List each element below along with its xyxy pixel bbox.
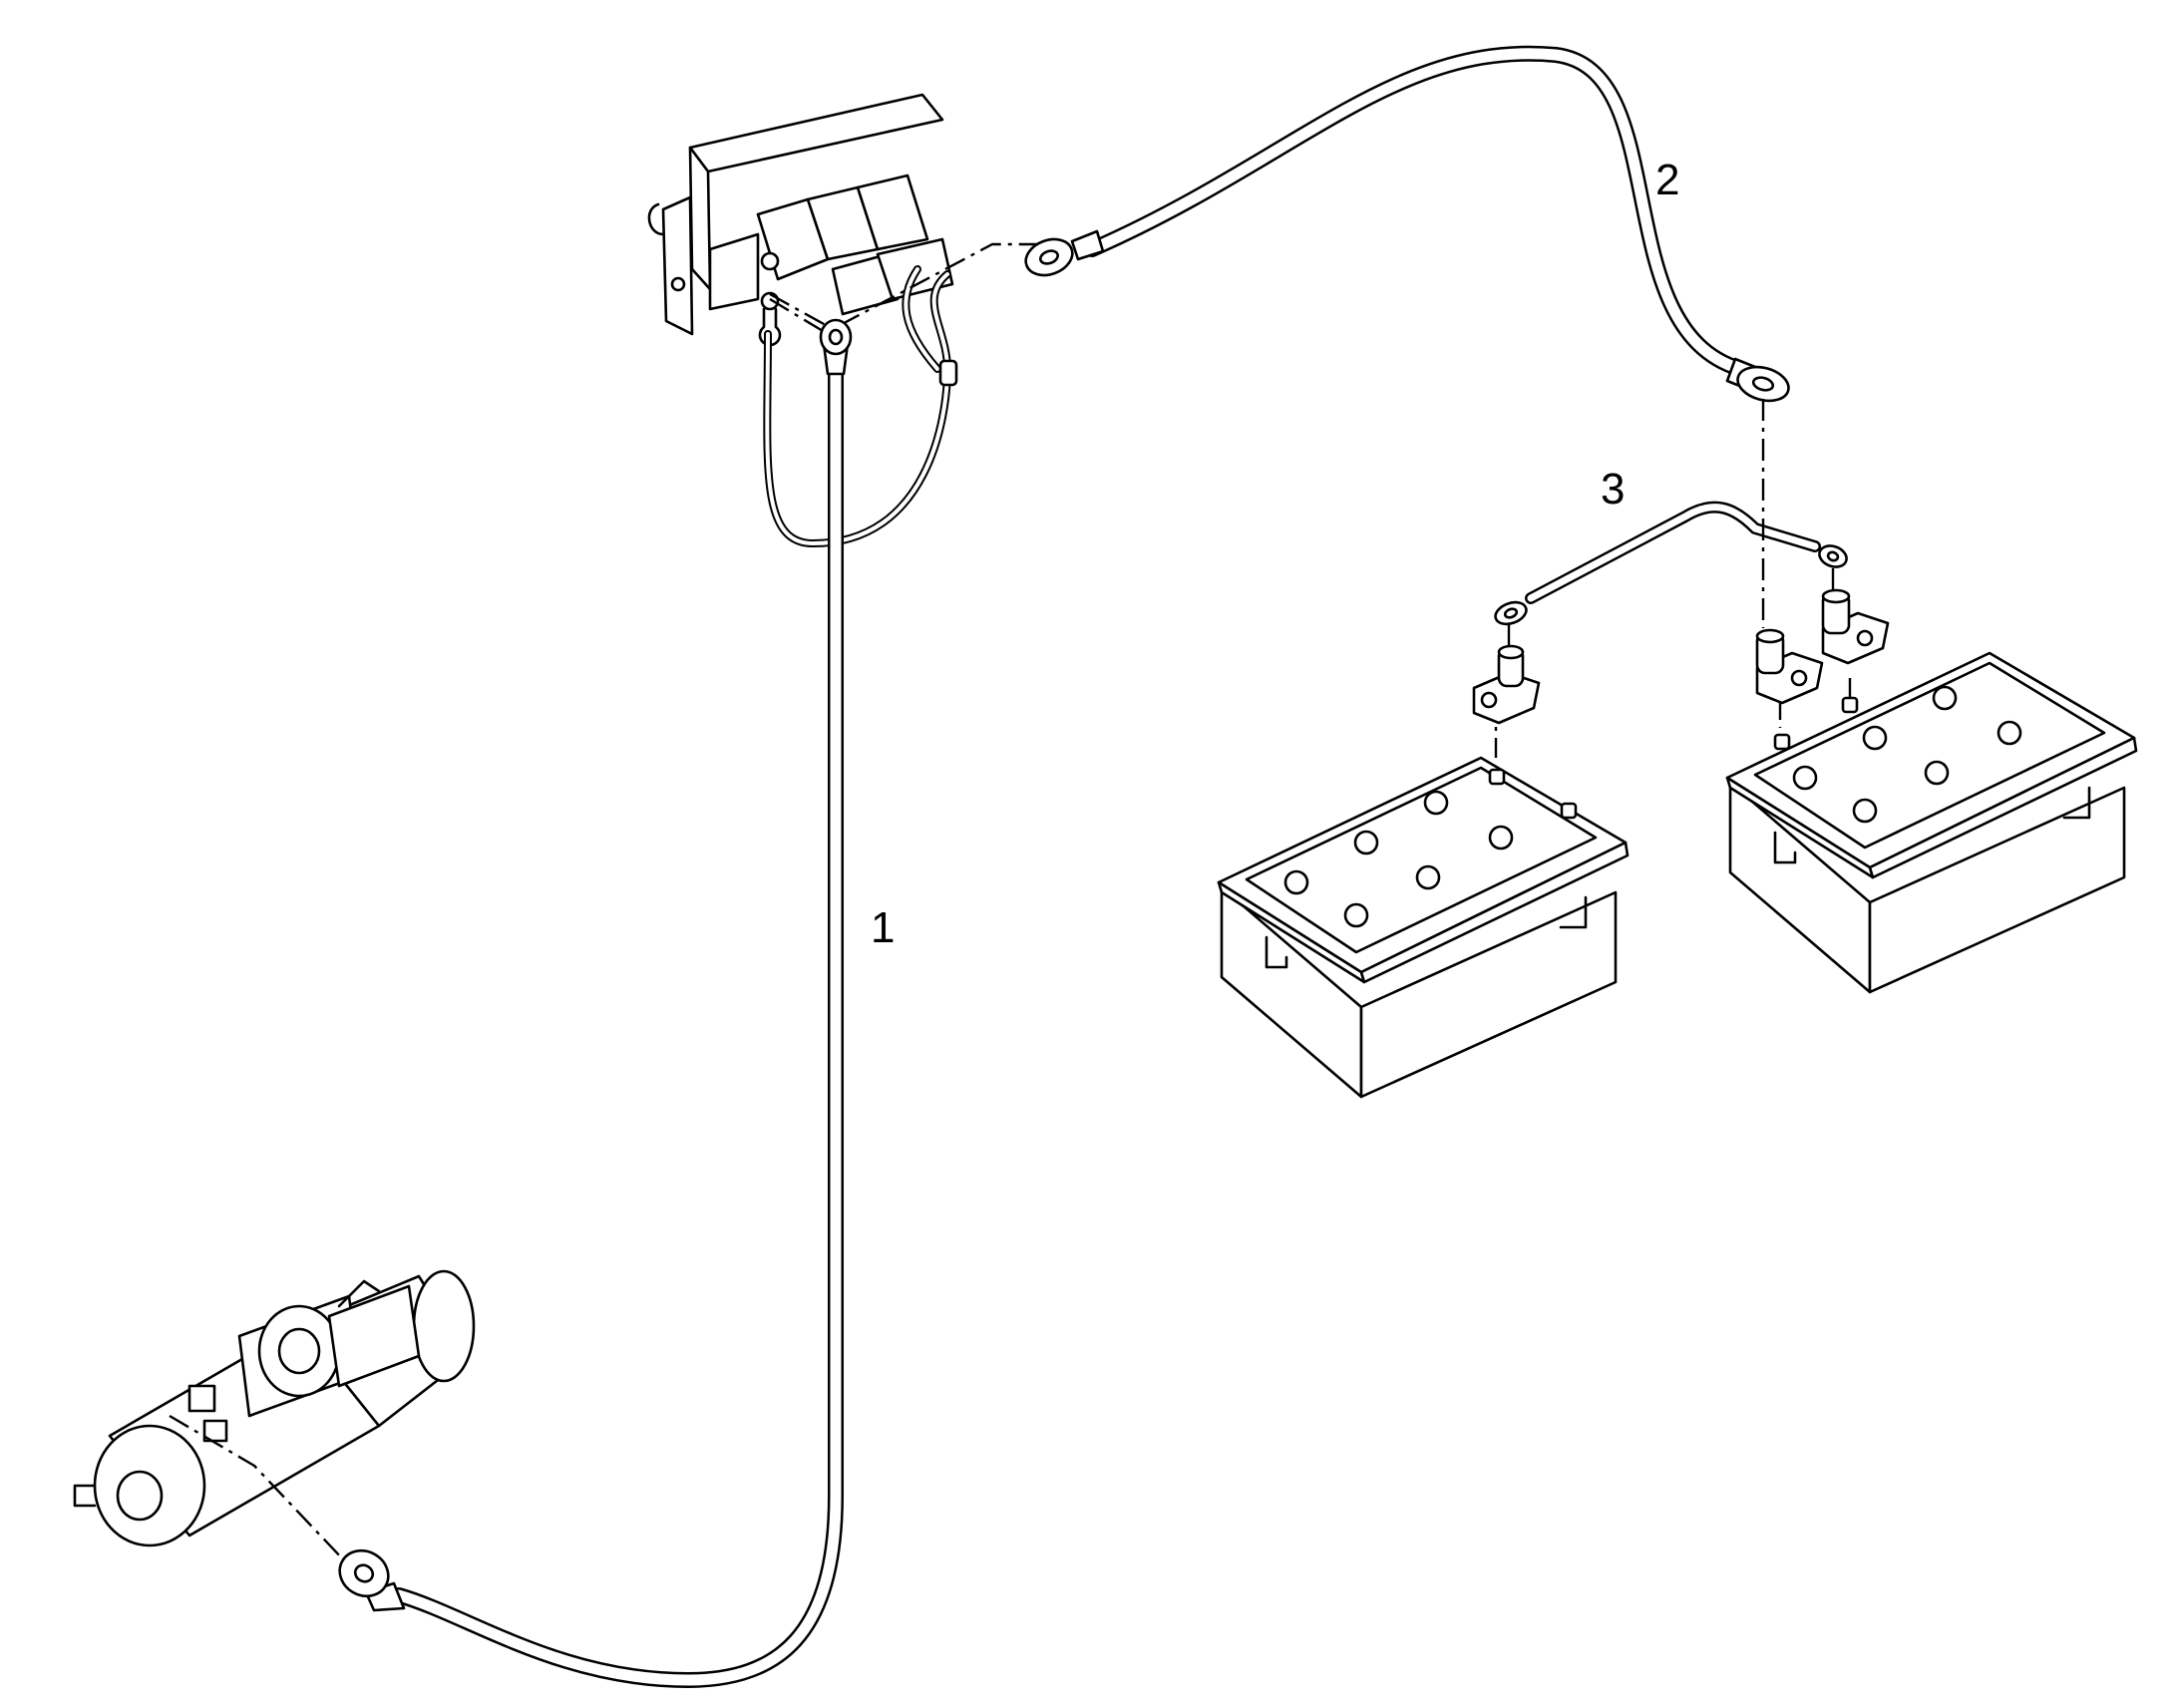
battery-left (1217, 756, 1630, 1099)
callout-2: 2 (1655, 156, 1679, 204)
cable-1 (338, 318, 853, 1689)
bracket-wiring-loop (763, 265, 958, 548)
callout-3: 3 (1601, 465, 1625, 513)
starter-motor (73, 1269, 476, 1547)
callout-1: 1 (871, 903, 895, 952)
cable-2 (1024, 45, 1790, 403)
battery-switch-bracket (647, 93, 954, 347)
bracket-leader-lines (769, 242, 1037, 336)
cable-3 (1494, 501, 1848, 626)
battery-right (1725, 651, 2138, 994)
battery-terminal-clamps (1472, 588, 1890, 725)
terminal-leader-lines (1494, 399, 1852, 758)
starter-leader-line (169, 1414, 345, 1561)
